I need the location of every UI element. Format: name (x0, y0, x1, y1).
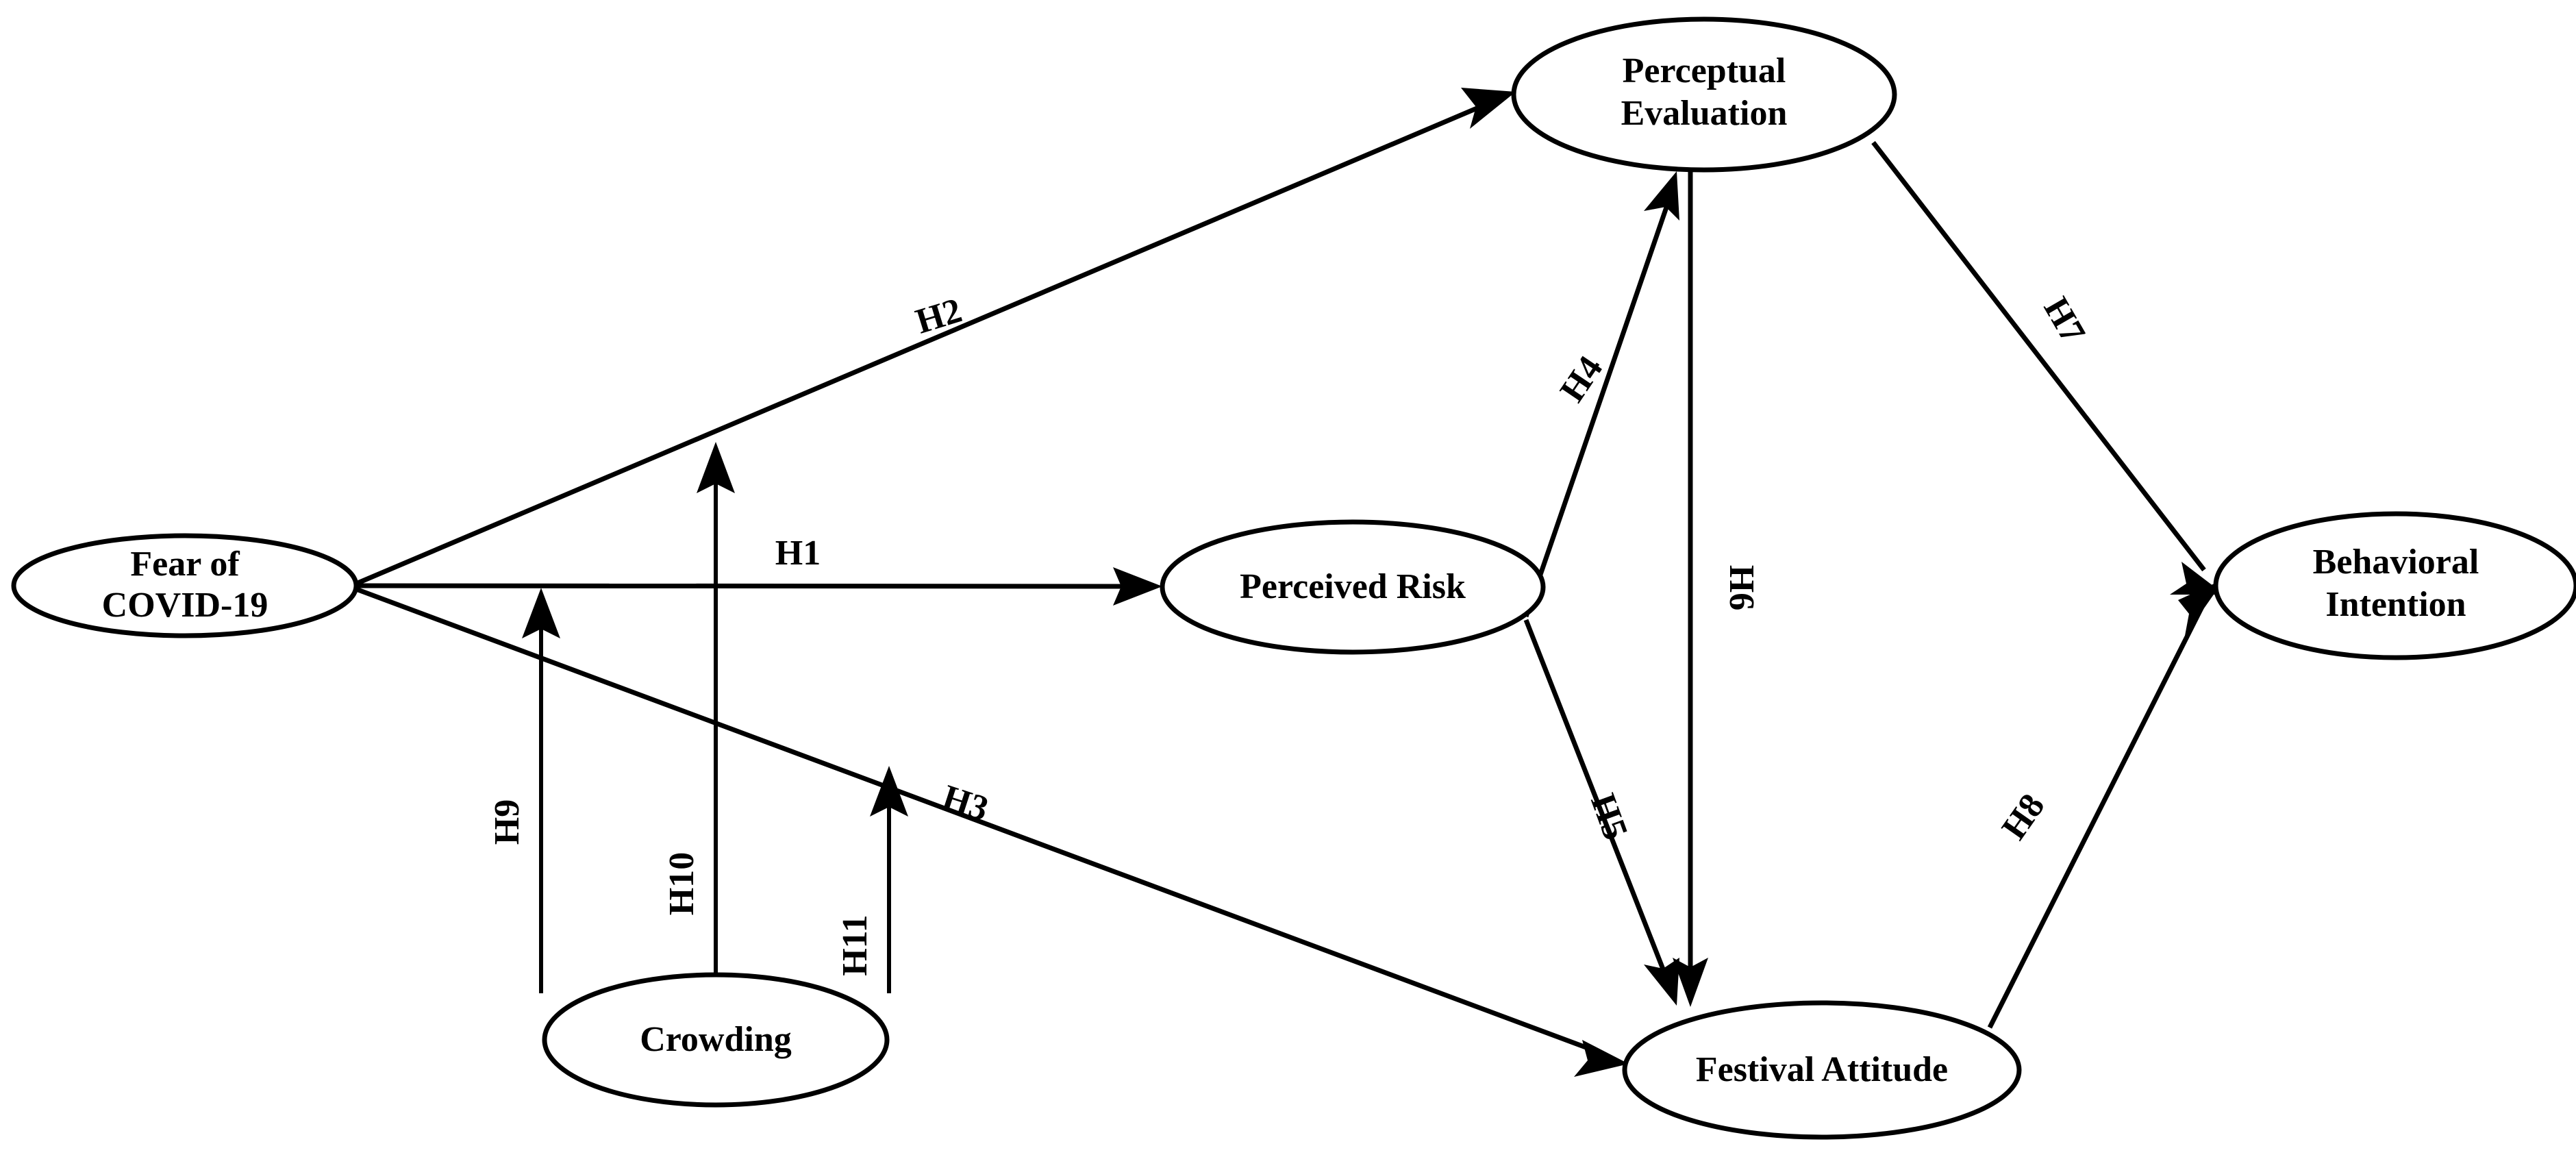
node-fear-label-line1: Fear of (130, 545, 240, 584)
node-crowding-label: Crowding (640, 1020, 792, 1059)
edge-h2-arrowhead (1461, 88, 1516, 129)
edge-h4-line (1523, 196, 1673, 618)
edge-label-h2: H2 (912, 291, 966, 342)
edge-h9 (522, 588, 560, 993)
edge-label-h10: H10 (662, 852, 701, 915)
node-perceptual-evaluation[interactable]: Perceptual Evaluation (1511, 16, 1897, 173)
node-perceived-risk-ellipse (1160, 519, 1546, 655)
edge-h11-arrowhead (870, 766, 908, 817)
edge-h5-line (1523, 619, 1670, 981)
edge-h4-arrowhead (1644, 171, 1679, 221)
node-fear-ellipse (11, 533, 359, 638)
edge-h10 (697, 442, 735, 976)
node-perceptual-evaluation-label-line2: Evaluation (1621, 94, 1788, 133)
node-crowding[interactable]: Crowding (542, 972, 890, 1108)
edge-h8-line (1987, 601, 2207, 1029)
edge-h7 (1871, 140, 2225, 595)
node-fear-of-covid-19[interactable]: Fear of COVID-19 (11, 533, 359, 638)
edge-label-h7: H7 (2036, 291, 2093, 350)
edge-label-h8: H8 (1994, 787, 2053, 847)
edge-label-h6: H6 (1722, 565, 1761, 610)
node-perceptual-evaluation-ellipse (1511, 16, 1897, 173)
edge-h2 (355, 88, 1516, 586)
node-perceived-risk[interactable]: Perceived Risk (1160, 519, 1546, 655)
edge-label-h9: H9 (488, 799, 527, 845)
node-behavioral-intention-label-line1: Behavioral (2313, 543, 2479, 582)
edge-label-h1: H1 (775, 534, 821, 573)
edge-h3 (355, 586, 1629, 1077)
node-behavioral-intention-label-line2: Intention (2325, 585, 2466, 624)
edge-h8 (1987, 579, 2225, 1029)
edge-h5 (1523, 619, 1679, 1006)
node-behavioral-intention[interactable]: Behavioral Intention (2213, 511, 2576, 660)
edge-h2-line (355, 99, 1495, 586)
node-behavioral-intention-ellipse (2213, 511, 2576, 660)
node-perceived-risk-label: Perceived Risk (1240, 567, 1466, 606)
edge-h5-arrowhead (1644, 958, 1679, 1006)
edge-h4 (1523, 171, 1679, 618)
edge-h8-arrowhead (2178, 579, 2225, 636)
edge-label-h11: H11 (836, 915, 875, 976)
edge-h1-arrowhead (1113, 567, 1162, 606)
edge-h7-line (1871, 140, 2206, 572)
node-fear-label-line2: COVID-19 (102, 586, 268, 625)
node-festival-attitude[interactable]: Festival Attitude (1622, 1000, 2022, 1140)
edge-h3-arrowhead (1574, 1040, 1629, 1077)
node-festival-attitude-ellipse (1622, 1000, 2022, 1140)
edge-h10-arrowhead (697, 442, 735, 493)
edge-h6 (1673, 169, 1708, 1007)
node-crowding-ellipse (542, 972, 890, 1108)
edge-h3-line (355, 586, 1608, 1058)
edge-h9-arrowhead (522, 588, 560, 638)
edge-h1 (355, 567, 1162, 606)
node-festival-attitude-label: Festival Attitude (1696, 1050, 1948, 1089)
edge-h6-arrowhead (1673, 958, 1708, 1007)
edge-h11 (870, 766, 908, 993)
edge-label-h5: H5 (1583, 788, 1635, 845)
node-perceptual-evaluation-label-line1: Perceptual (1623, 51, 1786, 90)
